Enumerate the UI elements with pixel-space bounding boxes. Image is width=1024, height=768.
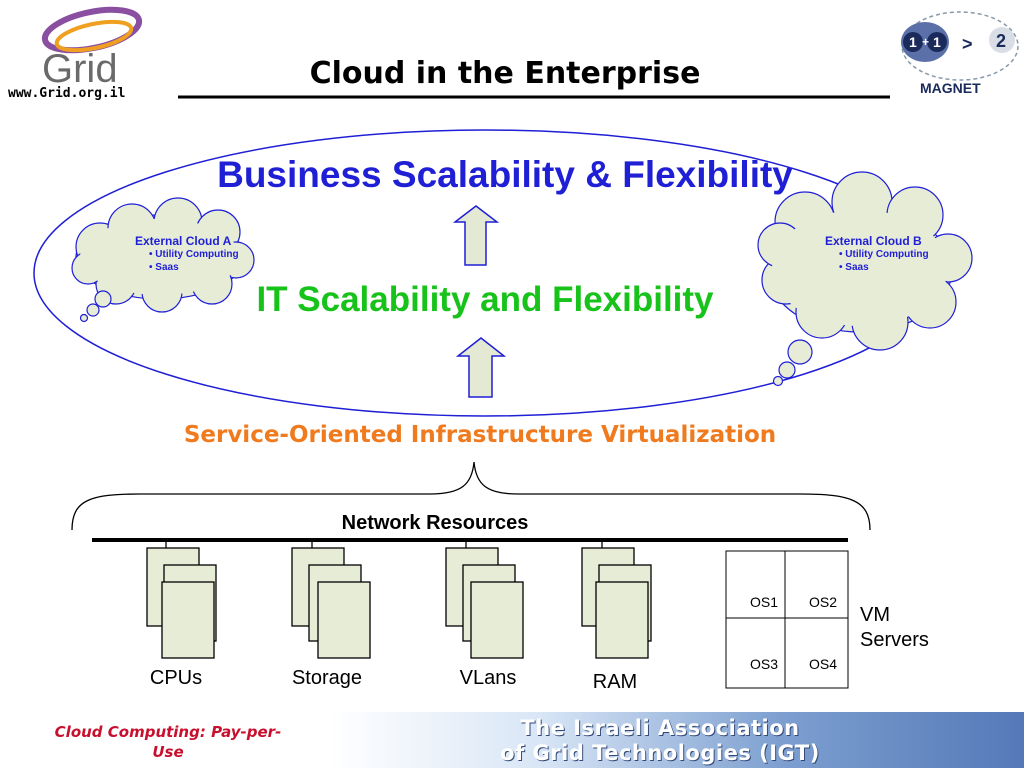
ram-stack (581, 540, 652, 659)
external-cloud-a: External Cloud A Utility Computing Saas (135, 234, 265, 274)
footer-banner (330, 712, 1024, 768)
external-cloud-b: External Cloud B Utility Computing Saas (825, 234, 965, 274)
footer-org-line2: of Grid Technologies (IGT) (500, 741, 820, 765)
svg-text:2: 2 (996, 31, 1006, 51)
network-resources-title: Network Resources (341, 512, 529, 534)
cloud-a-list: Utility Computing Saas (135, 248, 265, 274)
resource-label-cpus: CPUs (149, 667, 203, 689)
footer-tagline: Cloud Computing: Pay-per- Use (18, 722, 318, 762)
soi-title: Service-Oriented Infrastructure Virtuali… (183, 422, 777, 448)
up-arrow-bottom (455, 337, 507, 398)
cloud-b-title: External Cloud B (825, 234, 922, 248)
svg-text:1: 1 (909, 34, 917, 50)
os-label-2: OS2 (808, 594, 837, 610)
cpu-stack (146, 540, 217, 659)
cloud-a-item: Saas (149, 261, 265, 274)
network-brace (71, 461, 871, 531)
cloud-a-item: Utility Computing (149, 248, 265, 261)
cloud-a-title: External Cloud A (135, 234, 232, 248)
vm-label-line2: Servers (860, 629, 929, 651)
os-label-1: OS1 (749, 594, 778, 610)
grid-url[interactable]: www.Grid.org.il (8, 86, 126, 101)
os-label-4: OS4 (808, 656, 837, 672)
vm-servers-label: VM Servers (860, 603, 970, 653)
cloud-b-item: Utility Computing (839, 248, 965, 261)
slide-title: Cloud in the Enterprise (309, 56, 701, 91)
magnet-logo: 1 + 1 > 2 (901, 11, 1019, 81)
grid-logo-wordmark: Grid (42, 47, 118, 91)
cloud-b-list: Utility Computing Saas (825, 248, 965, 274)
business-scalability-title: Business Scalability & Flexibility (217, 154, 793, 195)
magnet-label: MAGNET (920, 80, 981, 96)
os-label-3: OS3 (749, 656, 778, 672)
it-scalability-title: IT Scalability and Flexibility (256, 280, 714, 319)
svg-text:+: + (922, 35, 929, 49)
resource-label-vlans: VLans (459, 667, 517, 689)
svg-text:>: > (962, 34, 973, 54)
cloud-b-item: Saas (839, 261, 965, 274)
footer-org-line1: The Israeli Association (520, 716, 800, 740)
vm-server-grid (725, 550, 849, 689)
footer-org-name: The Israeli Association of Grid Technolo… (470, 716, 850, 766)
footer-tagline-line1: Cloud Computing: Pay-per- (54, 723, 282, 741)
vlans-stack (445, 540, 524, 659)
footer-tagline-line2: Use (152, 743, 184, 761)
grid-logo: Grid (41, 6, 143, 91)
vm-label-line1: VM (860, 604, 890, 626)
resource-label-storage: Storage (291, 667, 363, 689)
up-arrow-top (452, 205, 500, 266)
resource-label-ram: RAM (592, 671, 638, 693)
svg-text:1: 1 (933, 34, 941, 50)
storage-stack (291, 540, 371, 659)
